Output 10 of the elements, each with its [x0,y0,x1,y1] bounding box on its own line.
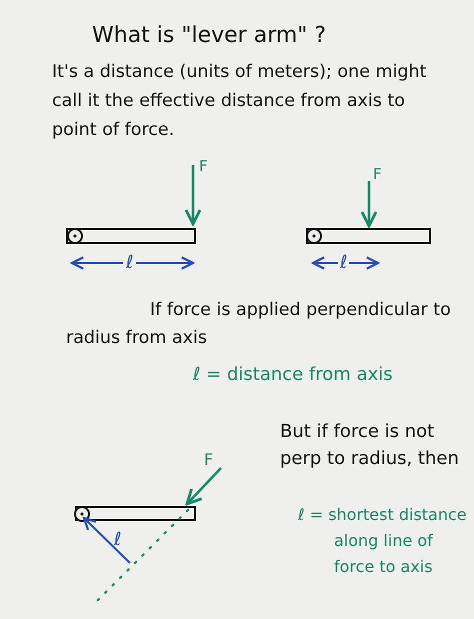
length-symbol: ℓ [114,528,122,552]
body-text: If force is applied perpendicular to radius from axis [66,299,452,350]
force-label: F [373,164,382,185]
body-text: But if force is not perp to radius, then [280,420,460,471]
equation: ℓ = distance from axis [193,363,393,387]
title: What is "lever arm" ? [92,22,328,50]
body-text: It's a distance (units of meters); one might call it the effective distance from axis to point of force. [52,61,428,142]
force-label: F [199,156,208,177]
force-label: F [204,449,214,471]
equation: ℓ = shortest distance along line of force to axis [298,504,468,578]
